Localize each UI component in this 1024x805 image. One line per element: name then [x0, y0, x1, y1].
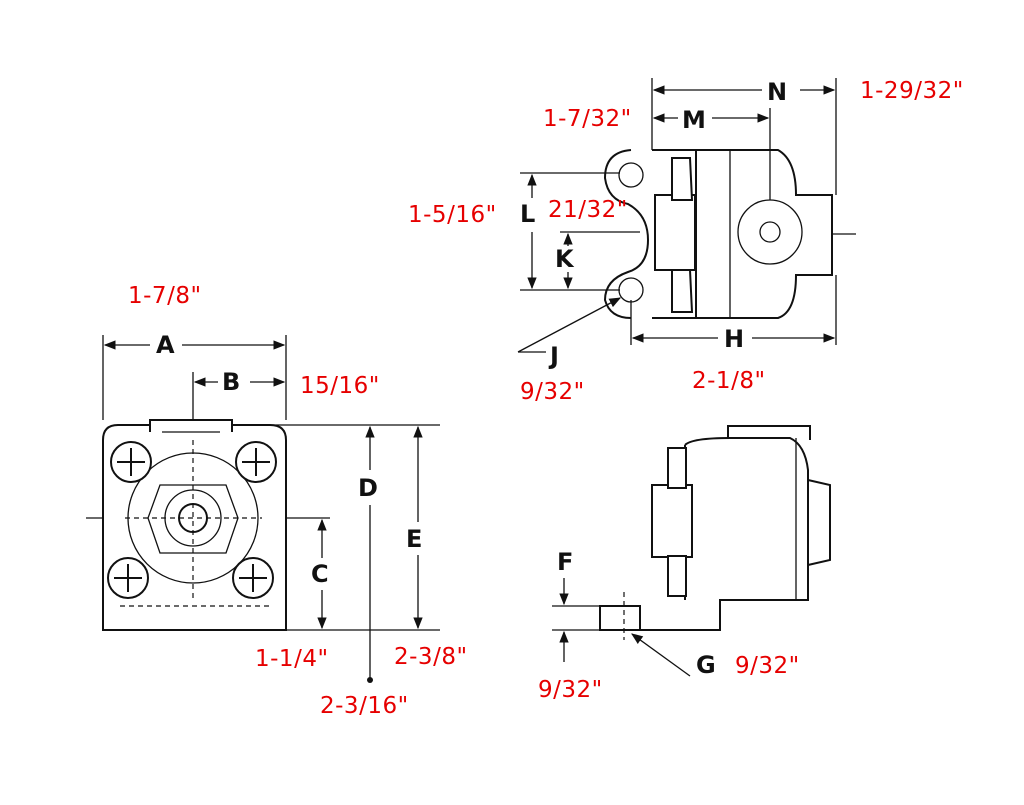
label-e: E — [406, 525, 423, 553]
dimension-d: 2-3/16" — [320, 693, 409, 719]
label-a: A — [156, 331, 175, 359]
label-j: J — [550, 342, 559, 370]
screw-head-top-right — [235, 441, 277, 483]
label-f: F — [557, 548, 574, 576]
dimension-a: 1-7/8" — [128, 283, 202, 309]
dimension-k: 21/32" — [548, 197, 628, 223]
dimension-b: 15/16" — [300, 373, 380, 399]
screw-head-top-left — [110, 441, 152, 483]
screw-head-bottom-left — [107, 557, 149, 599]
label-d: D — [358, 474, 378, 502]
label-l: L — [520, 200, 536, 228]
dimension-c: 1-1/4" — [255, 646, 329, 672]
label-b: B — [222, 368, 241, 396]
dimension-j: 9/32" — [520, 379, 585, 405]
screw-head-bottom-right — [232, 557, 274, 599]
dimension-h: 2-1/8" — [692, 368, 766, 394]
side-view — [552, 425, 831, 677]
label-m: M — [682, 106, 706, 134]
label-g: G — [696, 651, 716, 679]
dimension-n: 1-29/32" — [860, 78, 964, 104]
dimension-e: 2-3/8" — [394, 644, 468, 670]
dimension-l: 1-5/16" — [408, 202, 497, 228]
dimension-f: 9/32" — [538, 677, 603, 703]
label-n: N — [767, 78, 788, 106]
top-view — [517, 78, 856, 353]
dimension-g: 9/32" — [735, 653, 800, 679]
front-view — [86, 335, 440, 683]
label-k: K — [555, 245, 574, 273]
label-h: H — [724, 325, 745, 353]
dimension-m: 1-7/32" — [543, 106, 632, 132]
label-c: C — [311, 560, 329, 588]
